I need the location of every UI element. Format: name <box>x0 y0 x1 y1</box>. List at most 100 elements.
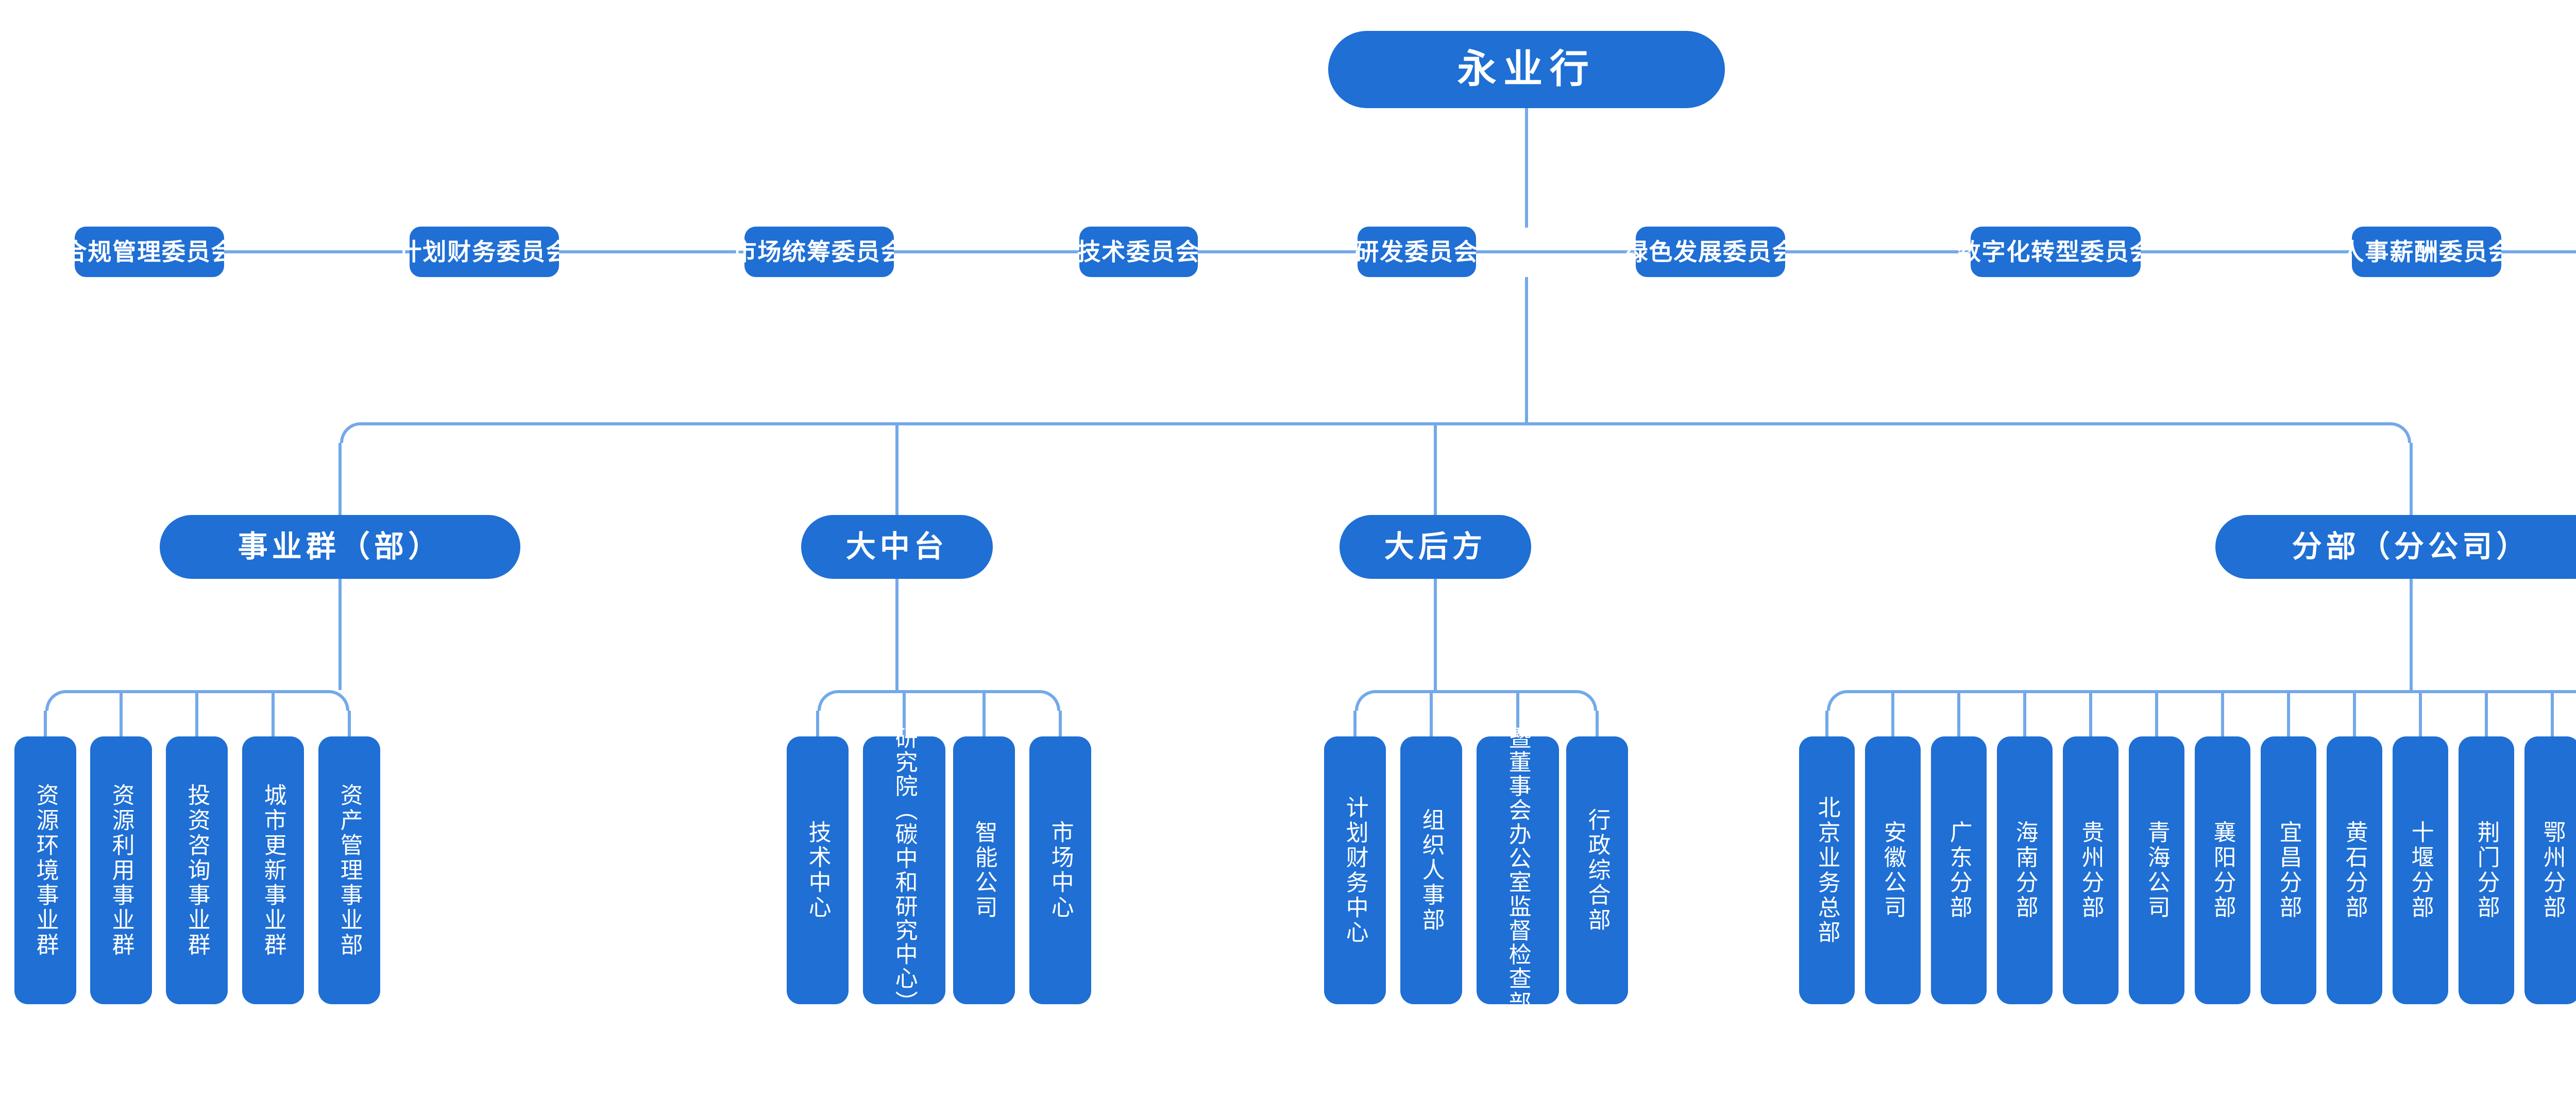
leaf-node-3-4[interactable]: 行政综合部 <box>1566 736 1628 1004</box>
leaf-node-label-line-1: 宜昌分部 <box>2276 820 2301 920</box>
leaf-node-3-3[interactable]: 暨董事会办公室监督检查部 <box>1477 726 1559 1015</box>
leaf-bus-2 <box>838 690 1040 693</box>
committee-node-label: 绿色发展委员会 <box>1624 238 1797 265</box>
leaf-node-4-8[interactable]: 宜昌分部 <box>2261 736 2316 1004</box>
leaf-node-2-3[interactable]: 智能公司 <box>953 736 1015 1004</box>
leaf-node-label: 北京业务总部 <box>1812 750 1841 991</box>
leaf-node-label: 贵州分部 <box>2076 750 2105 991</box>
leaf-node-label-line-1: 智能公司 <box>971 820 997 920</box>
leaf-node-label-line-1: 暨董事会办公室 <box>1505 726 1531 895</box>
leaf-node-label: 行政综合部 <box>1582 750 1612 991</box>
spine-root-to-committee <box>1525 108 1528 228</box>
committee-node-label: 研发委员会 <box>1355 238 1479 265</box>
leaf-drop-2-3 <box>982 690 986 736</box>
leaf-bus-elbow-left-1 <box>45 690 66 711</box>
leaf-node-3-2[interactable]: 组织人事部 <box>1400 736 1462 1004</box>
leaf-node-2-4[interactable]: 市场中心 <box>1029 736 1091 1004</box>
leaf-node-1-5[interactable]: 资产管理事业部 <box>318 736 380 1004</box>
committee-node-label: 技术委员会 <box>1077 238 1200 265</box>
committee-node-2[interactable]: 计划财务委员会 <box>398 227 570 277</box>
leaf-node-label-line-1: 计划财务中心 <box>1342 795 1368 946</box>
group-node-4[interactable]: 分部（分公司） <box>2215 515 2576 579</box>
leaf-bus-elbow-left-3 <box>1355 690 1376 711</box>
leaf-node-label-line-1: 贵州分部 <box>2078 820 2104 920</box>
leaf-node-label: 黄石分部 <box>2340 750 2369 991</box>
leaf-drop-3-1 <box>1353 711 1357 736</box>
committee-node-4[interactable]: 技术委员会 <box>1077 227 1200 277</box>
leaf-node-label: 市场中心 <box>1045 750 1075 991</box>
leaf-node-label-line-1: 资源利用事业群 <box>108 783 134 958</box>
leaf-drop-1-2 <box>120 690 123 736</box>
group-bus-elbow-left <box>340 422 361 443</box>
leaf-stem-group-1 <box>338 579 342 690</box>
root-node-yongyehang[interactable]: 永业行 <box>1328 31 1725 108</box>
leaf-node-label-line-1: 研究院 <box>891 726 917 799</box>
leaf-node-label: 资产管理事业部 <box>334 750 364 991</box>
leaf-drop-4-12 <box>2551 690 2554 736</box>
committee-node-label: 计划财务委员会 <box>398 238 571 265</box>
leaf-node-4-7[interactable]: 襄阳分部 <box>2195 736 2250 1004</box>
leaf-bus-3 <box>1376 690 1577 693</box>
leaf-node-3-1[interactable]: 计划财务中心 <box>1324 736 1386 1004</box>
leaf-node-4-5[interactable]: 贵州分部 <box>2063 736 2119 1004</box>
leaf-node-label: 研究院（碳中和研究中心） <box>889 726 919 1015</box>
leaf-node-label-line-1: 北京业务总部 <box>1814 795 1840 946</box>
leaf-bus-elbow-right-1 <box>329 690 349 711</box>
leaf-node-label-line-1: 青海公司 <box>2144 820 2170 920</box>
leaf-node-2-2[interactable]: 研究院（碳中和研究中心） <box>863 726 945 1015</box>
group-bus-elbow-right <box>2391 422 2411 443</box>
committee-link-6 <box>1785 250 1971 253</box>
committee-node-7[interactable]: 数字化转型委员会 <box>1957 227 2154 277</box>
leaf-node-label-line-1: 鄂州分部 <box>2539 820 2565 920</box>
leaf-node-4-6[interactable]: 青海公司 <box>2129 736 2184 1004</box>
committee-node-label: 人事薪酬委员会 <box>2340 238 2513 265</box>
leaf-node-4-11[interactable]: 荆门分部 <box>2459 736 2514 1004</box>
group-node-2[interactable]: 大中台 <box>801 515 993 579</box>
leaf-node-1-4[interactable]: 城市更新事业群 <box>242 736 304 1004</box>
group-node-3[interactable]: 大后方 <box>1340 515 1531 579</box>
leaf-drop-1-4 <box>272 690 275 736</box>
leaf-node-4-1[interactable]: 北京业务总部 <box>1799 736 1855 1004</box>
leaf-node-label: 广东分部 <box>1944 750 1973 991</box>
leaf-drop-4-2 <box>1891 690 1894 736</box>
leaf-node-4-10[interactable]: 十堰分部 <box>2393 736 2448 1004</box>
group-node-label: 大中台 <box>845 529 948 563</box>
leaf-node-4-4[interactable]: 海南分部 <box>1997 736 2053 1004</box>
committee-node-label: 数字化转型委员会 <box>1957 238 2155 265</box>
leaf-drop-3-4 <box>1596 711 1599 736</box>
leaf-node-label-line-1: 城市更新事业群 <box>260 783 286 958</box>
group-node-1[interactable]: 事业群（部） <box>160 515 520 579</box>
leaf-node-1-2[interactable]: 资源利用事业群 <box>90 736 152 1004</box>
leaf-bus-4 <box>1848 690 2576 693</box>
leaf-node-label-line-1: 资源环境事业群 <box>32 783 58 958</box>
leaf-node-label: 襄阳分部 <box>2208 750 2237 991</box>
leaf-node-2-1[interactable]: 技术中心 <box>787 736 849 1004</box>
group-bus-horizontal <box>361 422 2391 425</box>
leaf-node-label-line-1: 技术中心 <box>805 820 831 920</box>
leaf-node-label-line-1: 组织人事部 <box>1418 808 1444 933</box>
leaf-drop-3-2 <box>1430 690 1433 736</box>
committee-link-2 <box>559 250 744 253</box>
committee-link-7 <box>2141 250 2352 253</box>
leaf-node-label: 鄂州分部 <box>2537 750 2567 991</box>
leaf-node-4-12[interactable]: 鄂州分部 <box>2524 736 2576 1004</box>
committee-node-8[interactable]: 人事薪酬委员会 <box>2341 227 2512 277</box>
group-node-label: 大后方 <box>1384 529 1487 563</box>
leaf-stem-group-2 <box>895 579 899 690</box>
committee-node-3[interactable]: 市场统筹委员会 <box>733 227 905 277</box>
leaf-node-1-3[interactable]: 投资咨询事业群 <box>166 736 228 1004</box>
leaf-drop-4-5 <box>2089 690 2092 736</box>
leaf-node-4-3[interactable]: 广东分部 <box>1931 736 1987 1004</box>
leaf-node-label: 智能公司 <box>969 750 998 991</box>
committee-node-6[interactable]: 绿色发展委员会 <box>1624 227 1796 277</box>
committee-node-5[interactable]: 研发委员会 <box>1355 227 1479 277</box>
committee-node-1[interactable]: 合规管理委员会 <box>63 227 235 277</box>
group-drop-4 <box>2410 443 2413 515</box>
leaf-node-1-1[interactable]: 资源环境事业群 <box>14 736 76 1004</box>
leaf-drop-4-7 <box>2221 690 2224 736</box>
leaf-node-4-9[interactable]: 黄石分部 <box>2327 736 2382 1004</box>
group-drop-1 <box>338 443 342 515</box>
leaf-node-4-2[interactable]: 安徽公司 <box>1865 736 1921 1004</box>
leaf-node-label: 十堰分部 <box>2405 750 2435 991</box>
root-node-label: 永业行 <box>1457 47 1596 92</box>
